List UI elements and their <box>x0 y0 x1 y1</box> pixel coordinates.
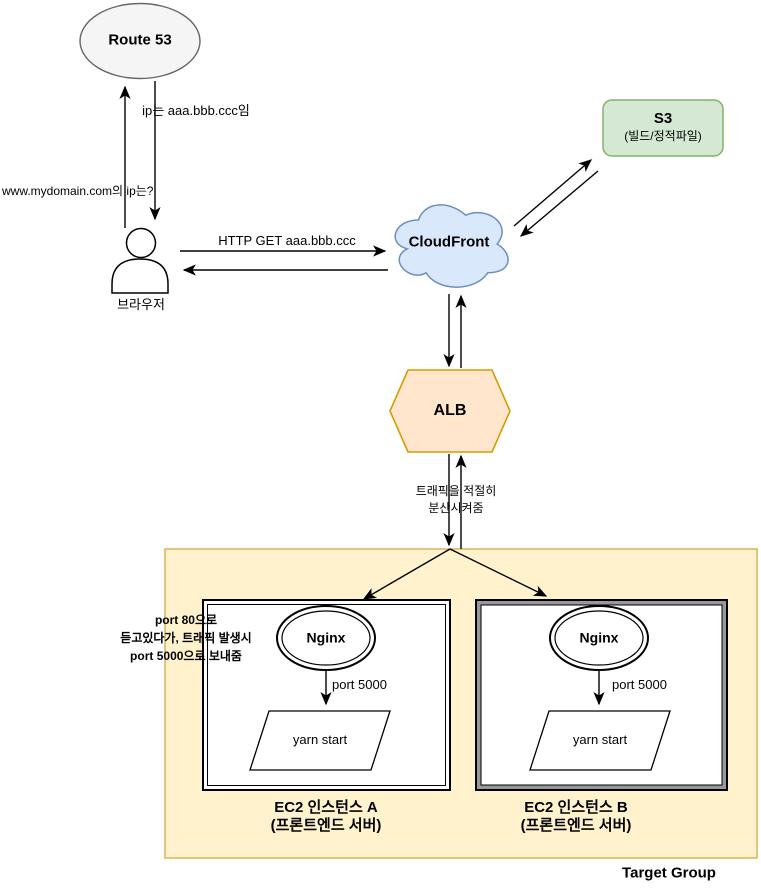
port-5000-b-label: port 5000 <box>612 677 667 692</box>
target-group-label: Target Group <box>622 864 716 882</box>
port-5000-a-label: port 5000 <box>332 677 387 692</box>
http-get-label: HTTP GET aaa.bbb.ccc <box>218 232 356 248</box>
alb-note-label: 트래픽을 적절히 분산시켜줌 <box>415 484 497 515</box>
split-arrow-ec2-a <box>362 548 451 600</box>
yarn-start-a-node <box>249 710 391 771</box>
browser-label: 브라우저 <box>117 296 165 312</box>
yarn-start-a-label: yarn start <box>292 731 348 747</box>
ec2-b-label: EC2 인스턴스 B (프론트엔드 서버) <box>520 799 632 834</box>
route53-node <box>79 2 201 80</box>
browser-icon <box>125 227 157 259</box>
route53-label: Route 53 <box>108 31 172 49</box>
cloudfront-node <box>394 204 509 288</box>
dns-query-label: www.mydomain.com의 ip는? <box>2 184 154 198</box>
alb-node <box>389 369 511 453</box>
split-arrow-ec2-b <box>449 548 548 597</box>
s3-node <box>602 99 724 157</box>
s3-cloudfront-arrow <box>519 170 599 237</box>
ec2-a-label: EC2 인스턴스 A (프론트엔드 서버) <box>270 799 382 834</box>
yarn-start-b-node <box>529 710 671 771</box>
s3-label: S3 <box>653 110 673 128</box>
nginx-note-label: port 80으로 듣고있다가, 트래픽 발생시 port 5000으로 보내줌 <box>120 613 252 663</box>
cloudfront-label: CloudFront <box>408 233 490 251</box>
s3-sublabel: (빌드/정적파일) <box>624 128 702 143</box>
yarn-start-b-label: yarn start <box>572 731 628 747</box>
browser-icon-body <box>111 258 169 294</box>
alb-label: ALB <box>433 402 467 419</box>
nginx-a-label: Nginx <box>306 629 346 646</box>
nginx-b-inner-border <box>554 610 644 666</box>
dns-answer-label: ip는 aaa.bbb.ccc임 <box>142 102 250 118</box>
s3-label-group: S3 (빌드/정적파일) <box>624 110 702 144</box>
nginx-b-label: Nginx <box>579 629 619 646</box>
nginx-a-inner-border <box>281 610 371 666</box>
cloudfront-s3-arrow <box>513 159 593 227</box>
